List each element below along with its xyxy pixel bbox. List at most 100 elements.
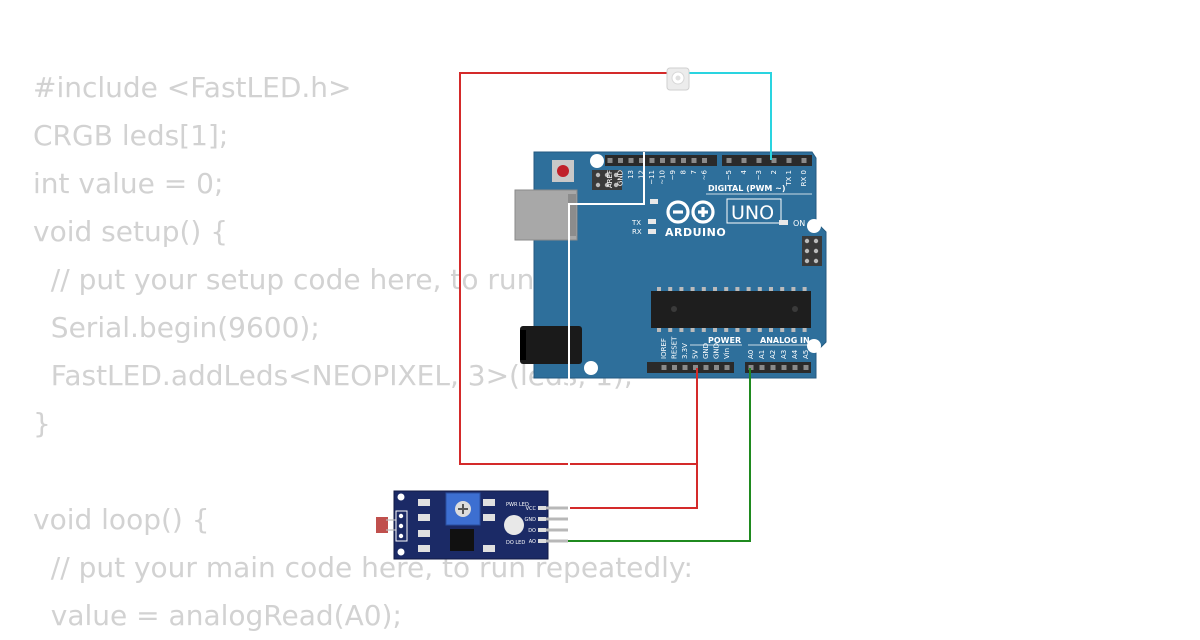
power-pin-hole[interactable] [724, 365, 730, 370]
wire-signal[interactable] [688, 72, 772, 160]
rx-led [648, 229, 656, 234]
chip-pin [802, 328, 807, 332]
analog-pin-label: A2 [769, 350, 777, 359]
icsp-header-right [802, 236, 822, 266]
digital-pin-hole[interactable] [801, 158, 807, 163]
power-pin-hole[interactable] [682, 365, 688, 370]
digital-pin-label: 13 [627, 170, 635, 179]
digital-pin-label: AREF [606, 170, 614, 188]
digital-pin-label: 8 [680, 170, 688, 174]
power-pin-label: RESET [671, 336, 679, 359]
digital-pin-label: GND [617, 170, 625, 186]
model-label: UNO [731, 202, 774, 224]
digital-pin-hole[interactable] [681, 158, 686, 163]
digital-pin-hole[interactable] [639, 158, 644, 163]
chip-pin [802, 287, 807, 291]
do-led-label: DO LED [506, 540, 525, 546]
chip-pin [668, 328, 673, 332]
code-line: void setup() { [33, 215, 229, 248]
sensor-pin-label: AO [529, 539, 536, 545]
power-jack [520, 326, 582, 364]
power-pin-hole[interactable] [661, 365, 667, 370]
chip-pin [657, 287, 661, 291]
brand-label: ARDUINO [665, 226, 726, 239]
digital-pin-label: ~6 [701, 169, 709, 180]
power-pin-hole[interactable] [703, 365, 709, 370]
analog-pin-hole[interactable] [748, 365, 754, 370]
on-label: ON [793, 219, 805, 228]
rx-label: RX [632, 228, 642, 236]
code-line: value = analogRead(A0); [33, 599, 402, 632]
wire-analog[interactable] [567, 368, 751, 542]
pwr-led-label: PWR LED [506, 502, 529, 508]
digital-pin-hole[interactable] [691, 158, 697, 163]
wire-sensor-vcc[interactable] [567, 464, 698, 509]
digital-pin-label: ~5 [725, 170, 733, 180]
code-line: // put your main code here, to run repea… [33, 551, 693, 584]
chip-pin [735, 287, 740, 291]
code-line: } [33, 407, 51, 440]
digital-pin-hole[interactable] [702, 158, 707, 163]
digital-pin-label: 7 [690, 170, 698, 174]
digital-pin-hole[interactable] [670, 158, 676, 163]
analog-pin-hole[interactable] [792, 365, 798, 370]
chip-pin [780, 328, 785, 332]
digital-pin-label: ~3 [755, 170, 763, 180]
chip-pin [724, 287, 729, 291]
digital-pin-label: ~11 [648, 170, 656, 185]
analog-label: ANALOG IN [760, 336, 810, 345]
pwr-led [504, 515, 524, 535]
sensor-pin-label: VCC [526, 506, 537, 512]
power-pin-hole[interactable] [693, 365, 698, 370]
digital-pin-hole[interactable] [726, 158, 732, 163]
digital-pin-label: ~9 [669, 170, 677, 180]
chip-pin [668, 287, 673, 291]
digital-pin-hole[interactable] [607, 158, 613, 163]
chip-pin [791, 328, 796, 332]
l-led [650, 199, 658, 204]
digital-pin-hole[interactable] [756, 158, 762, 163]
analog-pin-hole[interactable] [759, 365, 765, 370]
tx-label: TX [631, 219, 641, 227]
chip-pin [701, 328, 706, 332]
analog-header [745, 362, 811, 373]
chip-pin [769, 328, 773, 332]
usb-port [514, 189, 578, 241]
analog-pin-hole[interactable] [781, 365, 787, 370]
code-line: #include <FastLED.h> [33, 71, 352, 104]
analog-pin-hole[interactable] [803, 365, 809, 370]
chip-pin [690, 287, 695, 291]
analog-pin-label: A4 [791, 349, 799, 359]
digital-pin-hole[interactable] [628, 158, 634, 163]
digital-pin-hole[interactable] [618, 158, 623, 163]
mounting-hole [807, 339, 821, 353]
power-pin-hole[interactable] [714, 365, 719, 370]
digital-pin-hole[interactable] [660, 158, 665, 163]
power-label: POWER [708, 336, 741, 345]
power-pin-label: IOREF [660, 338, 668, 359]
mounting-hole [807, 219, 821, 233]
chip-pin [679, 328, 684, 332]
digital-label: DIGITAL (PWM ~) [708, 184, 786, 193]
wire-5v[interactable] [459, 72, 698, 465]
atmega-chip [651, 291, 811, 328]
icsp-header [592, 170, 622, 190]
analog-pin-label: A1 [758, 350, 766, 359]
digital-pin-hole[interactable] [771, 158, 777, 163]
wire-gnd[interactable] [568, 152, 645, 520]
digital-pin-hole[interactable] [649, 158, 655, 163]
analog-pin-hole[interactable] [770, 365, 776, 370]
neopixel-led[interactable] [666, 67, 690, 91]
tx-led [648, 219, 656, 224]
chip-pin [757, 287, 762, 291]
digital-pin-hole[interactable] [786, 158, 792, 163]
digital-pin-hole[interactable] [741, 158, 747, 163]
power-pin-label: GND [713, 343, 721, 359]
code-line: int value = 0; [33, 167, 224, 200]
analog-pin-label: A3 [780, 350, 788, 359]
power-pin-hole[interactable] [672, 365, 677, 370]
code-line: void loop() { [33, 503, 210, 536]
